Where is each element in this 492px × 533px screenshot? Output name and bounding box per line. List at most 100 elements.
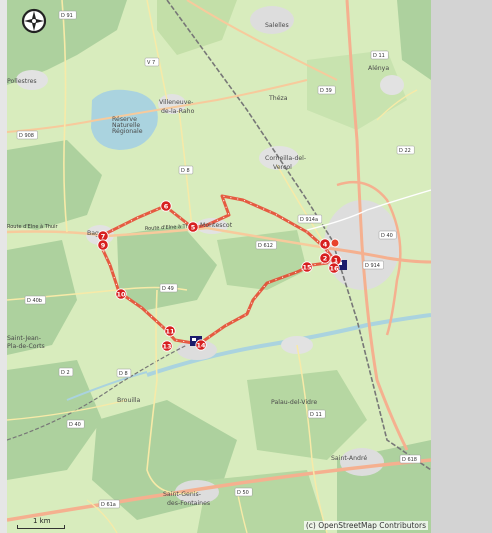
- route-marker-16[interactable]: 16: [328, 262, 340, 274]
- right-panel: [431, 0, 492, 533]
- forest-area: [307, 50, 407, 130]
- place-label: de-la-Raho: [161, 108, 195, 115]
- place-label: Palau-del-Vidre: [271, 399, 317, 406]
- finish-flag-icon[interactable]: [190, 336, 202, 346]
- map-attribution: (c) OpenStreetMap Contributors: [303, 521, 428, 530]
- railways: [7, 0, 431, 471]
- location-pin-icon[interactable]: [330, 238, 340, 248]
- place-label: Naturelle: [112, 122, 140, 129]
- road-badge-text: D 618: [402, 457, 417, 463]
- place-label: Saint-Jean-: [7, 335, 41, 342]
- road-badge: D 612: [255, 240, 277, 250]
- place-label: Saint-André: [331, 454, 367, 462]
- highway: [345, 0, 409, 451]
- road-badge: D 8: [116, 368, 132, 378]
- route-marker-label: 13: [162, 342, 171, 350]
- railway-line: [7, 344, 188, 441]
- place-label: Vercol: [273, 164, 292, 171]
- highway: [7, 226, 328, 250]
- town-area: [16, 70, 48, 90]
- route-markers[interactable]: 12 4 5 6 79 10 11 13 14 15 16: [97, 200, 342, 352]
- road-badge-text: D 8: [119, 371, 128, 377]
- highway: [186, 0, 338, 81]
- road-badge: V 7: [144, 57, 160, 67]
- forest-area: [7, 360, 102, 480]
- road-badge: D 618: [399, 454, 421, 464]
- road: [61, 0, 68, 233]
- road-badge: D 11: [307, 409, 326, 419]
- road-badge: D 22: [396, 145, 415, 155]
- road-badge: D 914a: [297, 214, 323, 224]
- town-area: [380, 75, 404, 95]
- highway: [336, 180, 402, 336]
- location-pin-icon[interactable]: [330, 238, 340, 248]
- route-marker-label: 16: [329, 264, 339, 272]
- route-marker-11[interactable]: 11: [164, 325, 176, 337]
- road: [146, 289, 198, 495]
- route-marker-5[interactable]: 5: [187, 221, 199, 233]
- route-marker-label: 6: [164, 202, 169, 210]
- route-marker-2[interactable]: 2: [319, 252, 331, 264]
- road-badge-text: D 61a: [101, 502, 116, 508]
- road-badge-text: D 39: [320, 88, 332, 94]
- route-marker-4[interactable]: 4: [319, 238, 331, 250]
- road: [7, 399, 128, 421]
- road-badge: D 91: [58, 10, 77, 20]
- river: [66, 371, 148, 401]
- railway-line: [166, 0, 431, 471]
- route-marker-9[interactable]: 9: [97, 239, 109, 251]
- route-marker-label: 7: [101, 232, 106, 240]
- route-marker-6[interactable]: 6: [160, 200, 172, 212]
- road: [296, 344, 328, 533]
- place-label: Régionale: [112, 127, 143, 135]
- route-marker-label: 4: [323, 240, 328, 248]
- place-label: Montescot: [200, 222, 233, 229]
- place-label: Bages: [87, 230, 106, 237]
- highway: [7, 79, 308, 133]
- road-badge: D 40: [378, 230, 397, 240]
- lake: [91, 89, 158, 150]
- place-label: Villeneuve-: [159, 99, 193, 106]
- road-badge-text: D 40: [381, 233, 393, 239]
- route-marker-13[interactable]: 13: [161, 340, 173, 352]
- place-label: Corneilla-del-: [265, 155, 306, 162]
- road-badge-text: D 908: [19, 133, 34, 139]
- route-marker-label: 10: [116, 290, 126, 298]
- road-label: Route d'Elne à Thuir: [7, 223, 58, 230]
- route-path: [100, 194, 334, 346]
- route-marker-7[interactable]: 7: [97, 230, 109, 242]
- start-flag-icon: [339, 262, 342, 265]
- road-badge: D 39: [317, 85, 336, 95]
- route-marker-15[interactable]: 15: [301, 261, 313, 273]
- road-badge-text: D 11: [373, 53, 385, 59]
- route-marker-label: 1: [334, 256, 339, 264]
- town-area: [250, 6, 294, 34]
- forest-area: [117, 225, 217, 310]
- compass-icon[interactable]: [21, 8, 47, 34]
- route-marker-label: 2: [323, 254, 328, 262]
- route-marker-label: 14: [196, 341, 206, 349]
- scale-bar-line: [17, 525, 65, 529]
- road-badge: D 8: [178, 165, 194, 175]
- place-label: Brouilla: [117, 397, 141, 404]
- road: [86, 499, 118, 533]
- road-badge: D 50: [234, 487, 253, 497]
- route-marker-10[interactable]: 10: [115, 288, 127, 300]
- road-badge: D 49: [159, 283, 178, 293]
- road-badge-text: D 49: [162, 286, 174, 292]
- left-margin: [0, 0, 7, 533]
- start-flag-icon[interactable]: [337, 260, 347, 270]
- major-roads: [7, 0, 431, 522]
- route-marker-14[interactable]: 14: [195, 339, 207, 351]
- forest-area: [217, 230, 307, 290]
- road-badge-text: D 2: [61, 370, 70, 376]
- route-layer: [100, 194, 334, 346]
- road: [276, 164, 328, 249]
- scale-label: 1 km: [33, 517, 51, 525]
- place-label: des-Fontaines: [167, 500, 210, 507]
- map-canvas[interactable]: SalellesPollestresVilleneuve-de-la-RahoT…: [7, 0, 431, 533]
